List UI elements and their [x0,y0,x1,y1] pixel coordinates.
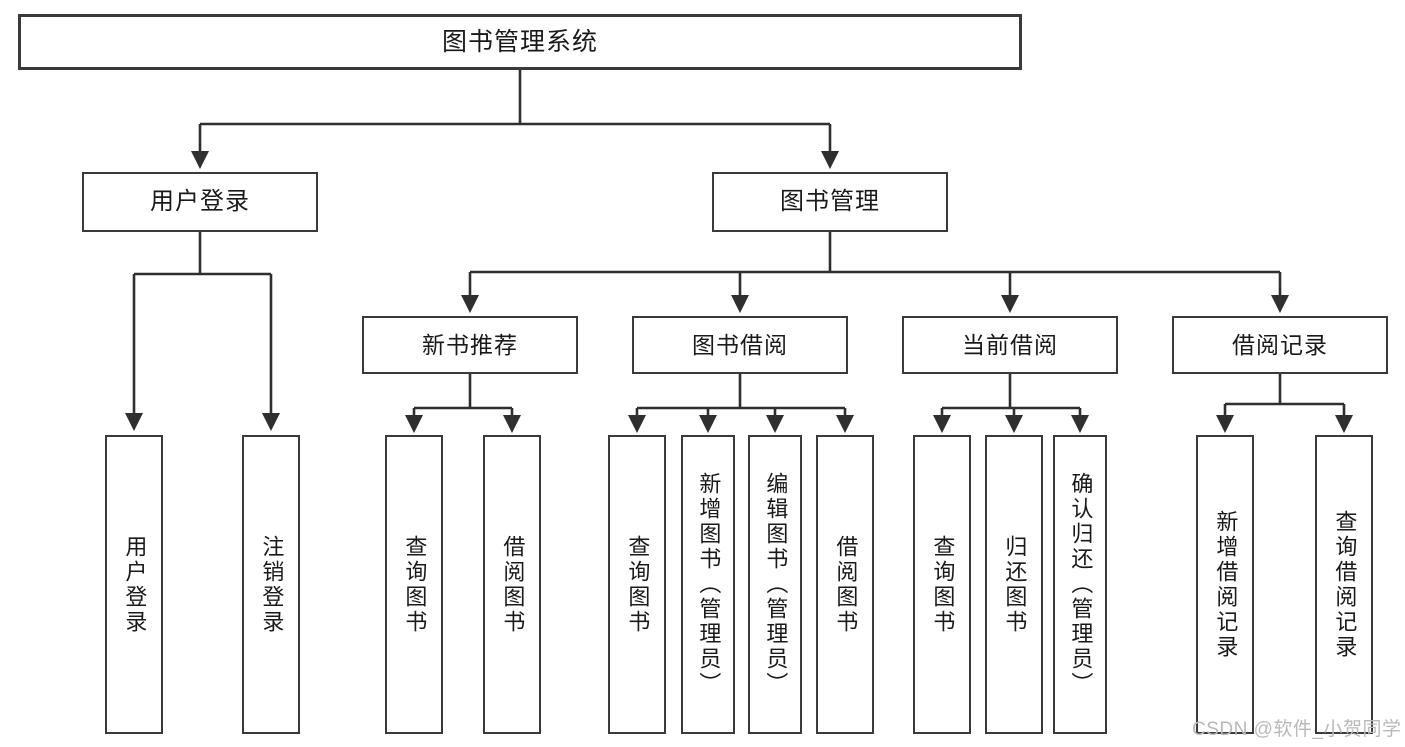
node-book-borrow-label: 图书借阅 [692,331,788,358]
node-borrow-record[interactable]: 借阅记录 [1172,316,1388,374]
node-leaf-user-logout[interactable]: 注销登录 [242,435,300,734]
node-leaf-query-borrow-record[interactable]: 查询借阅记录 [1315,435,1373,734]
node-leaf-user-login[interactable]: 用户登录 [105,435,163,734]
node-leaf-edit-book-admin[interactable]: 编辑图书（管理员） [748,435,802,734]
node-borrow-record-label: 借阅记录 [1232,331,1328,358]
node-leaf-query-book-3-label: 查询图书 [930,534,956,635]
node-leaf-borrow-book-2-label: 借阅图书 [833,534,859,635]
node-leaf-query-book-2-label: 查询图书 [625,534,651,635]
node-leaf-query-borrow-record-label: 查询借阅记录 [1332,509,1358,660]
node-leaf-edit-book-admin-label: 编辑图书（管理员） [763,472,789,697]
node-leaf-query-book-3[interactable]: 查询图书 [913,435,971,734]
node-leaf-borrow-book-2[interactable]: 借阅图书 [816,435,874,734]
node-current-borrow[interactable]: 当前借阅 [902,316,1118,374]
node-leaf-query-book-1[interactable]: 查询图书 [385,435,443,734]
node-leaf-borrow-book-1-label: 借阅图书 [500,534,526,635]
node-leaf-user-logout-label: 注销登录 [259,534,285,635]
node-user-login-label: 用户登录 [150,188,250,216]
node-leaf-return-book[interactable]: 归还图书 [985,435,1043,734]
node-leaf-add-borrow-record-label: 新增借阅记录 [1213,509,1239,660]
node-leaf-add-book-admin[interactable]: 新增图书（管理员） [681,435,735,734]
node-current-borrow-label: 当前借阅 [962,331,1058,358]
node-user-login[interactable]: 用户登录 [82,172,318,232]
node-leaf-user-login-label: 用户登录 [122,534,148,635]
node-leaf-add-book-admin-label: 新增图书（管理员） [696,472,722,697]
node-new-book-recommend[interactable]: 新书推荐 [362,316,578,374]
node-leaf-borrow-book-1[interactable]: 借阅图书 [483,435,541,734]
node-book-manage-label: 图书管理 [780,188,880,216]
node-new-book-recommend-label: 新书推荐 [422,331,518,358]
node-book-manage[interactable]: 图书管理 [712,172,948,232]
node-leaf-add-borrow-record[interactable]: 新增借阅记录 [1196,435,1254,734]
node-leaf-query-book-2[interactable]: 查询图书 [608,435,666,734]
node-leaf-return-book-label: 归还图书 [1002,534,1028,635]
node-leaf-confirm-return-admin[interactable]: 确认归还（管理员） [1053,435,1107,734]
node-leaf-query-book-1-label: 查询图书 [402,534,428,635]
node-root-label: 图书管理系统 [441,27,598,56]
node-book-borrow[interactable]: 图书借阅 [632,316,848,374]
node-root[interactable]: 图书管理系统 [18,14,1022,70]
csdn-watermark: CSDN @软件_小贺同学 [1192,719,1402,740]
node-leaf-confirm-return-admin-label: 确认归还（管理员） [1068,472,1094,697]
